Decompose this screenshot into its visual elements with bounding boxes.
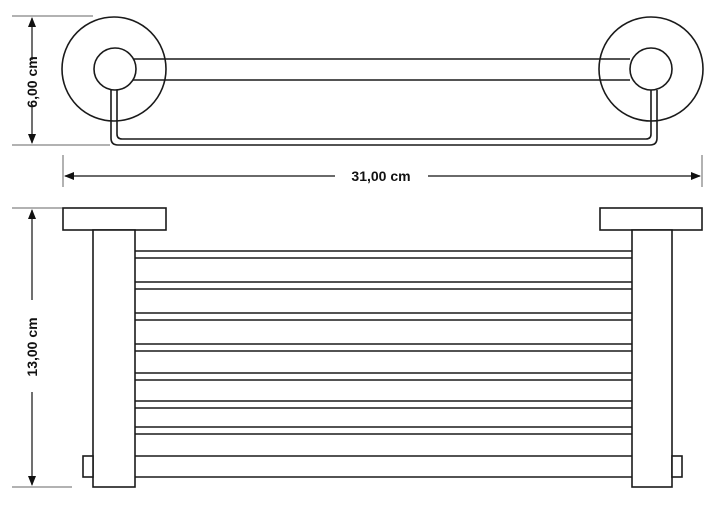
top-view: 6,00 cm <box>12 15 704 146</box>
right-rosette-outer <box>598 16 704 122</box>
left-tab <box>82 455 94 478</box>
depth-label: 6,00 cm <box>24 56 40 107</box>
left-post <box>92 229 136 488</box>
right-wall-flange <box>599 207 703 231</box>
right-tab <box>671 455 683 478</box>
right-rosette-inner <box>629 47 673 91</box>
front-view: 13,00 cm <box>12 207 703 488</box>
width-dimension: 31,00 cm <box>62 155 703 187</box>
towel-rail-inner <box>116 90 652 140</box>
right-post <box>631 229 673 488</box>
shelf-rails <box>135 250 632 478</box>
left-wall-flange <box>62 207 167 231</box>
left-rosette-inner <box>93 47 137 91</box>
towel-rail-outer <box>110 90 658 146</box>
left-rosette-outer <box>61 16 167 122</box>
width-label: 31,00 cm <box>351 168 410 184</box>
height-label: 13,00 cm <box>24 317 40 376</box>
